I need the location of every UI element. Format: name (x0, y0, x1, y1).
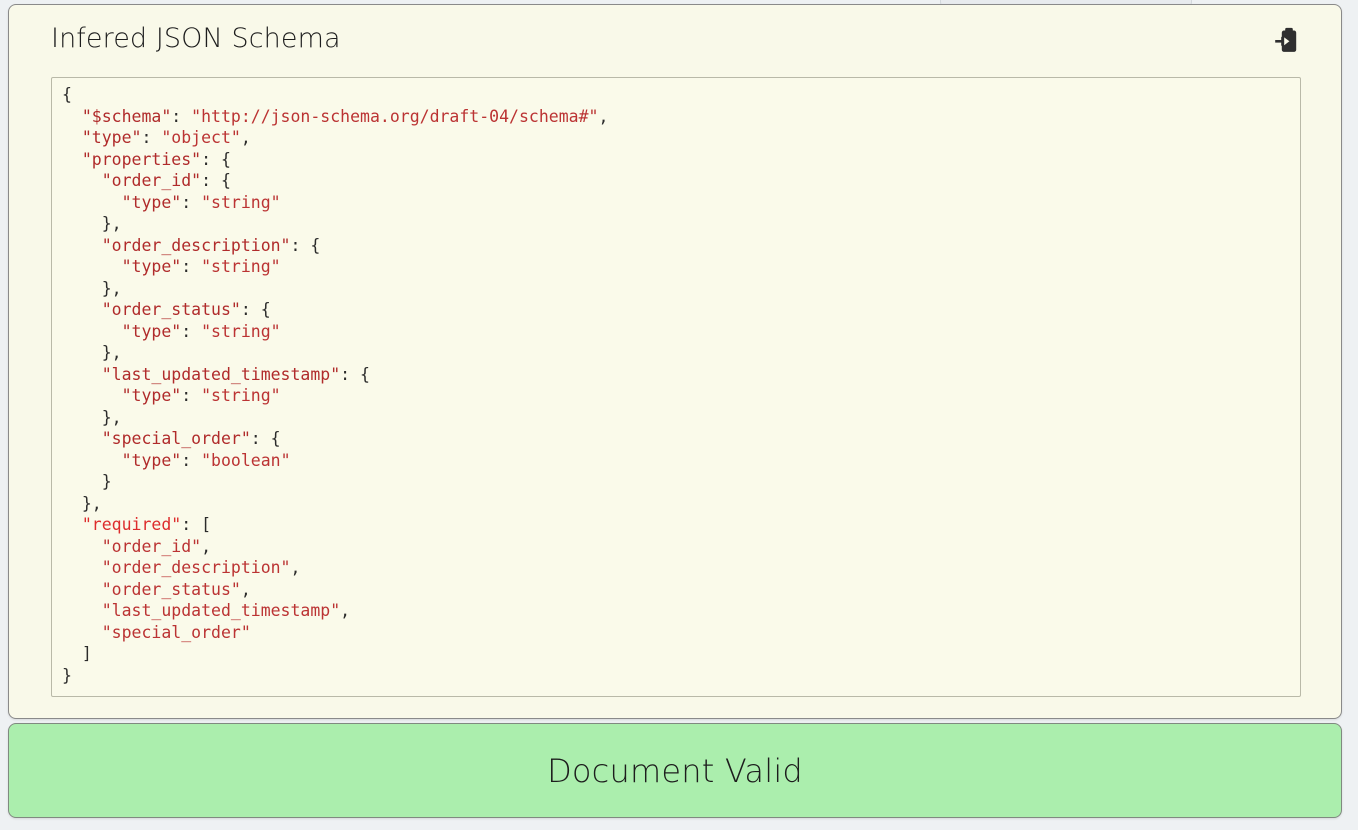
schema-panel: Infered JSON Schema { "$schema": "http:/… (8, 4, 1342, 719)
status-banner-label: Document Valid (547, 751, 803, 790)
status-banner: Document Valid (8, 723, 1342, 818)
json-schema-code: { "$schema": "http://json-schema.org/dra… (62, 85, 609, 685)
page-title: Infered JSON Schema (51, 23, 341, 54)
panel-header: Infered JSON Schema (9, 5, 1341, 71)
json-schema-code-box[interactable]: { "$schema": "http://json-schema.org/dra… (51, 77, 1301, 697)
clipboard-paste-icon[interactable] (1269, 21, 1309, 61)
